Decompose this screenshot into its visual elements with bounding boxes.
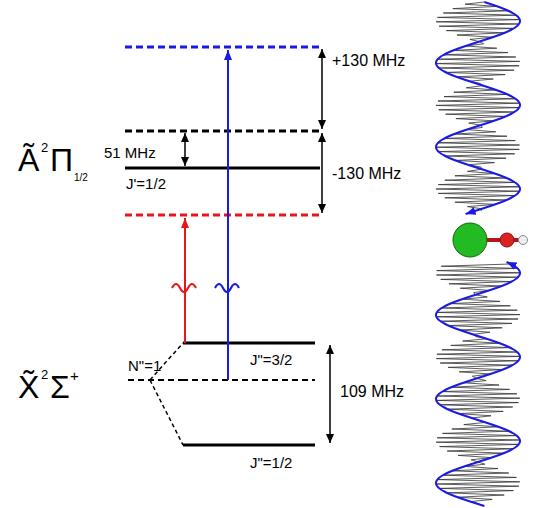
dashed-level xyxy=(125,130,320,133)
photon-wave xyxy=(172,284,196,292)
state-symbol: Σ xyxy=(50,371,70,403)
state-superscript: 2 xyxy=(41,368,48,381)
blue-level xyxy=(125,46,320,49)
split-arrow xyxy=(329,345,331,443)
level-label: J"=1/2 xyxy=(250,455,292,470)
state-subscript: 1/2 xyxy=(74,173,88,183)
state-symbol: Ã xyxy=(18,144,39,176)
wave-line xyxy=(436,2,520,214)
splitting-label: 109 MHz xyxy=(340,384,404,400)
atom xyxy=(500,233,514,247)
atom xyxy=(519,236,528,245)
split-arrow xyxy=(184,133,186,166)
excited-level xyxy=(125,167,320,170)
wave-fill xyxy=(436,264,520,506)
ground-level xyxy=(128,379,182,381)
wave-line xyxy=(436,262,520,506)
level-label: J"=3/2 xyxy=(250,352,292,367)
detuning-label: -130 MHz xyxy=(332,166,401,182)
ground-level xyxy=(183,444,315,447)
red-level xyxy=(125,214,320,217)
level-label: N"=1 xyxy=(128,358,161,373)
blue-laser xyxy=(227,50,229,380)
splitting-label: 51 MHz xyxy=(104,145,156,160)
split-line xyxy=(150,380,183,445)
red-laser xyxy=(184,218,186,343)
state-superscript: + xyxy=(70,368,79,383)
state-superscript: 2 xyxy=(41,141,48,154)
photon-wave xyxy=(215,284,239,292)
wave-fill xyxy=(436,2,520,211)
state-symbol: X̃ xyxy=(18,371,39,403)
detuning-arrow xyxy=(321,49,323,129)
ground-level xyxy=(182,379,315,381)
state-symbol: Π xyxy=(50,144,73,176)
detuning-arrow xyxy=(321,133,323,213)
ground-level xyxy=(183,342,315,345)
atom xyxy=(453,223,487,257)
level-label: J'=1/2 xyxy=(126,176,166,191)
detuning-label: +130 MHz xyxy=(332,53,405,69)
